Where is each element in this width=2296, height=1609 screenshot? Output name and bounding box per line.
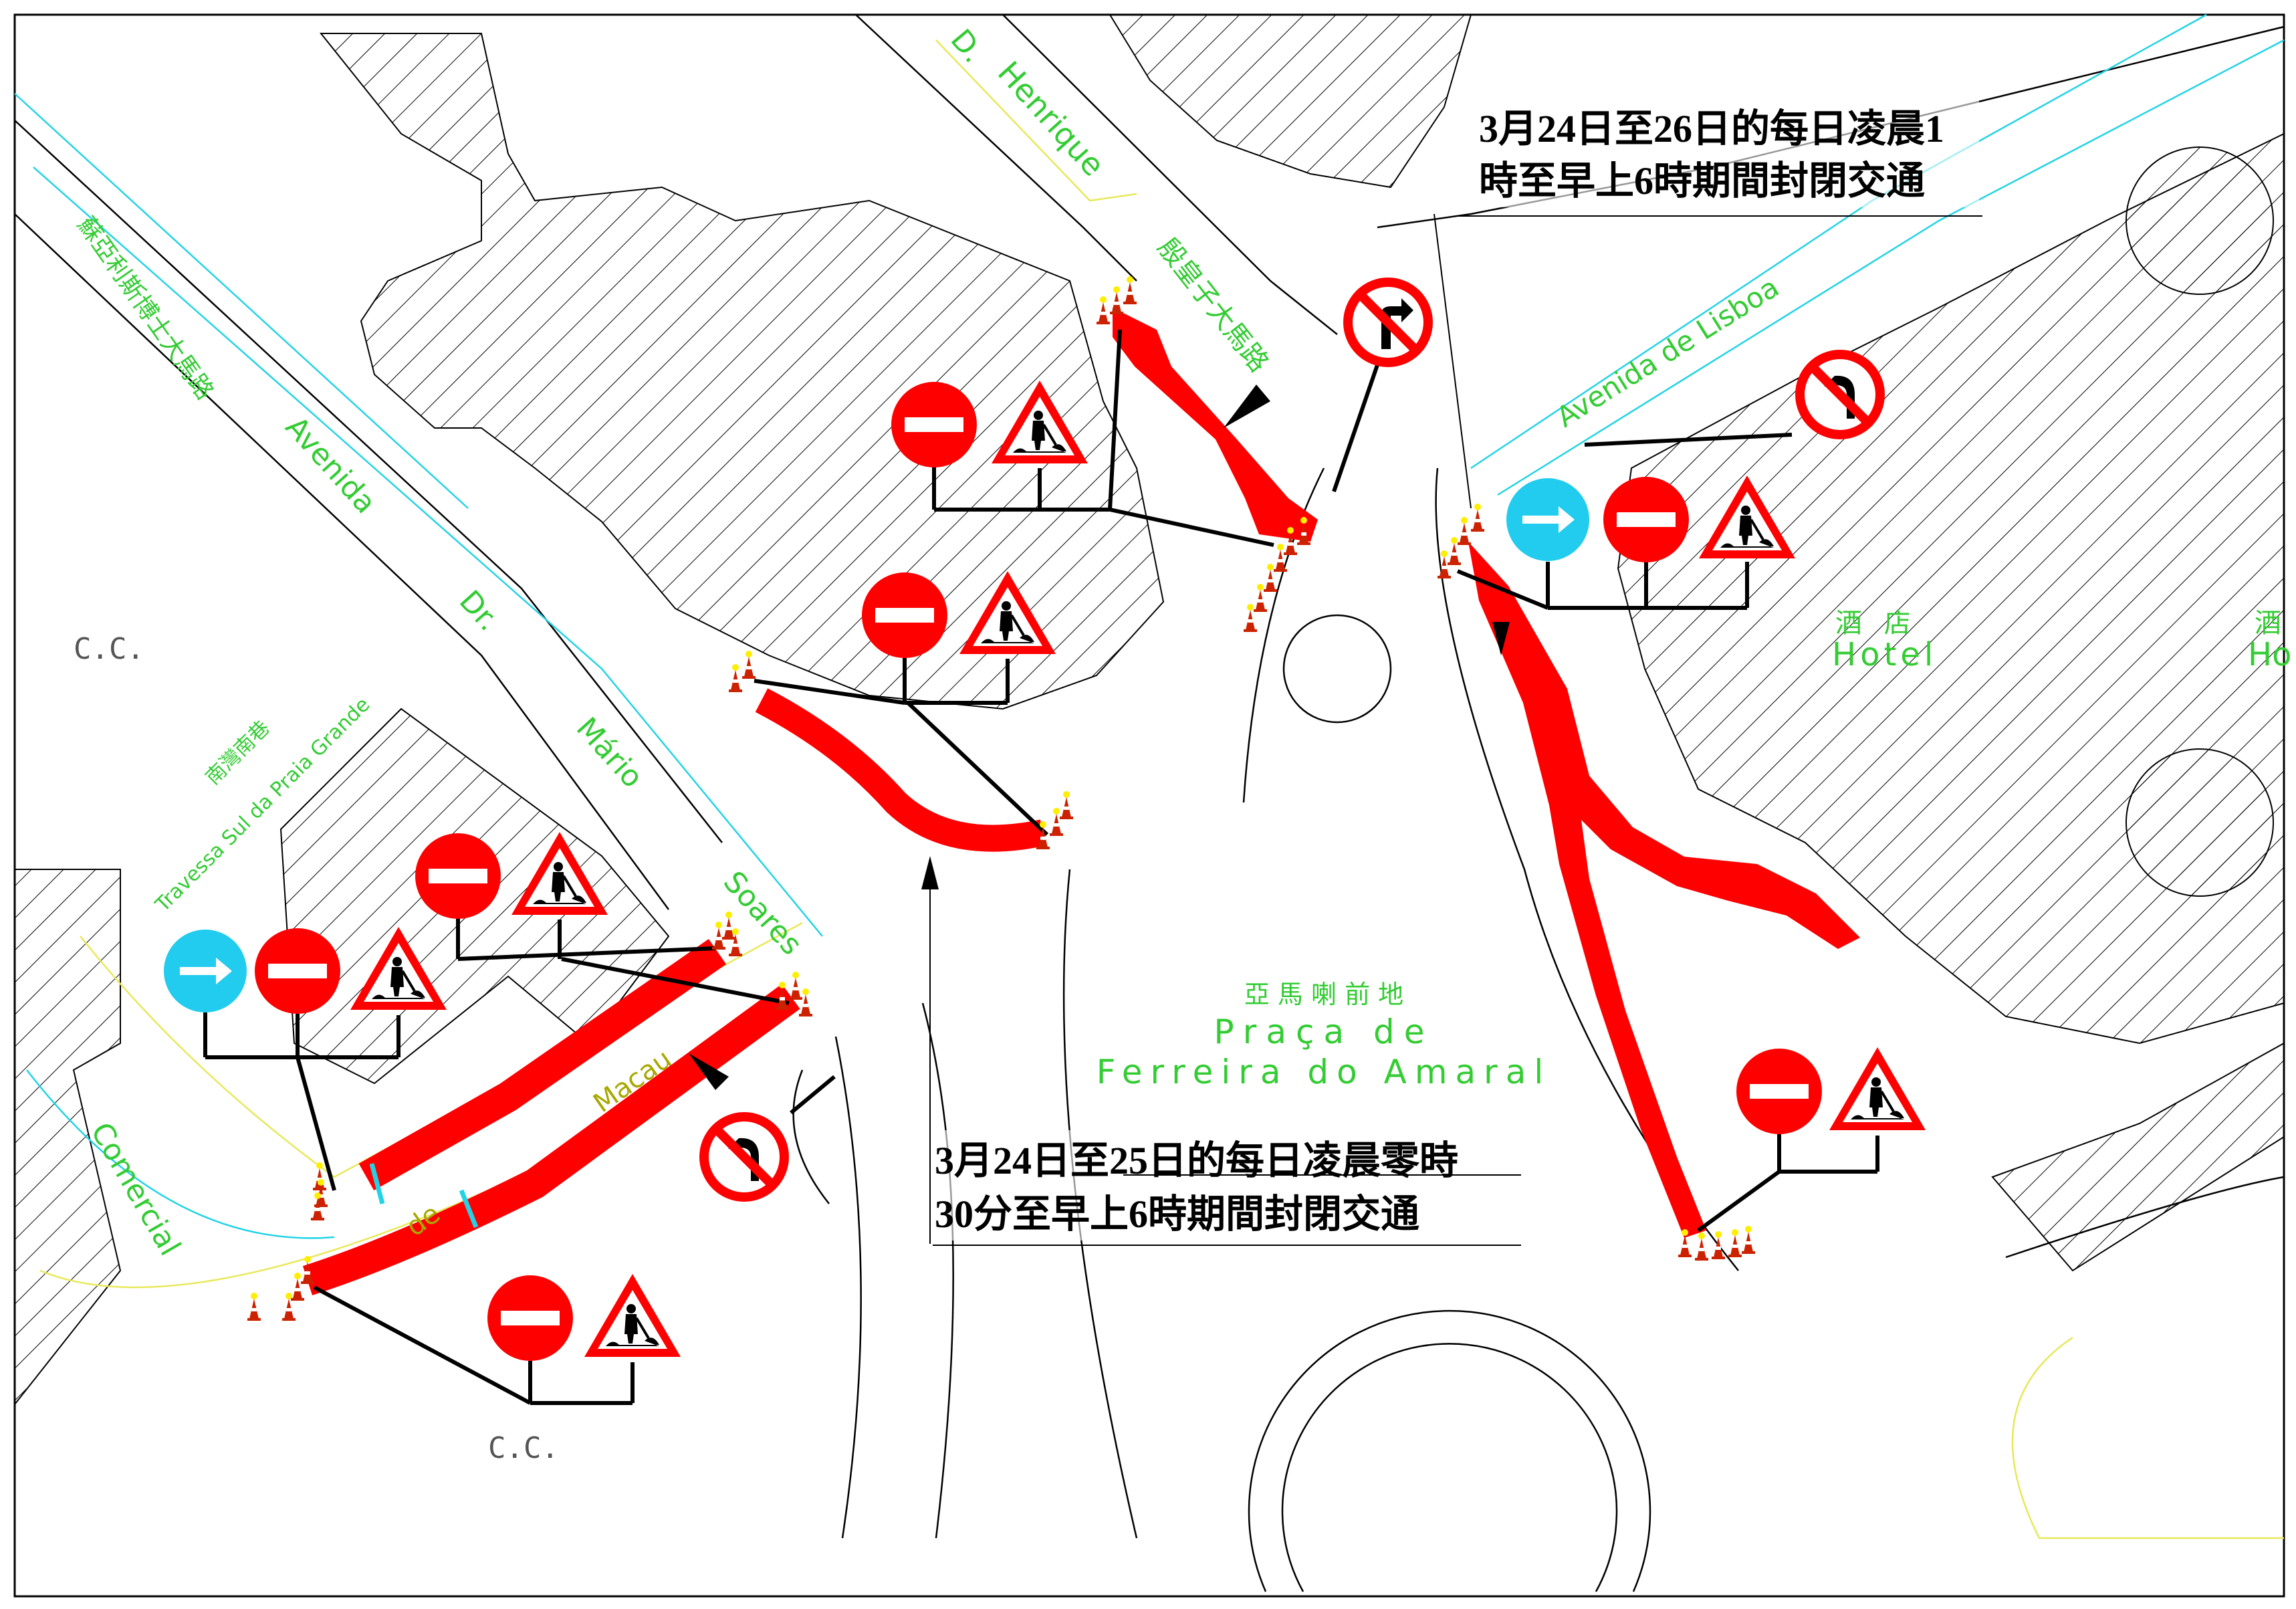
label-hotel: Hotel bbox=[1832, 636, 1937, 673]
label-praca-line1: Praça de bbox=[1214, 1012, 1434, 1051]
direction-arrow-icon bbox=[689, 1053, 729, 1090]
label-hotel-2: Ho bbox=[2248, 636, 2291, 673]
arrow-right-icon bbox=[1506, 478, 1589, 561]
no-entry-icon bbox=[1603, 477, 1689, 562]
closure-comercial-lower bbox=[302, 984, 800, 1295]
no-entry-icon bbox=[891, 382, 977, 467]
label-praca-line2: Ferreira do Amaral bbox=[1097, 1053, 1552, 1091]
closure-amaral-arc bbox=[755, 688, 1046, 852]
no-u-turn-icon bbox=[704, 1117, 784, 1197]
buildings bbox=[14, 14, 2285, 1406]
sign-group-comercial-west bbox=[164, 926, 448, 1014]
closure-notice-2: 3月24日至25日的每日凌晨零時 30分至早上6時期間封閉交通 bbox=[933, 1130, 1521, 1246]
closure-avenida-lisboa bbox=[1468, 542, 1860, 1238]
sign-group-lisboa bbox=[1506, 474, 1797, 562]
notice-2-line-1: 3月24日至25日的每日凌晨零時 bbox=[935, 1139, 1458, 1182]
roundabout-inner bbox=[1281, 1343, 1618, 1592]
road-closures bbox=[302, 308, 1860, 1295]
roundabout-outer bbox=[1248, 1309, 1651, 1592]
sign-leaders bbox=[203, 213, 1879, 1405]
no-entry-icon bbox=[1736, 1049, 1822, 1134]
no-entry-icon bbox=[487, 1275, 573, 1361]
direction-arrow-icon bbox=[1224, 385, 1270, 428]
closure-notice-1: 3月24日至26日的每日凌晨1 時至早上6時期間封閉交通 bbox=[1458, 97, 1982, 217]
no-right-turn-icon bbox=[1348, 282, 1428, 362]
label-cc-bottom: C.C. bbox=[488, 1431, 559, 1465]
direction-arrow-icon bbox=[921, 856, 939, 889]
closure-avenida-infante bbox=[1113, 308, 1318, 542]
label-hotel-cn: 酒 店 bbox=[1835, 608, 1918, 639]
notice-1-line-2: 時至早上6時期間封閉交通 bbox=[1479, 159, 1925, 203]
direction-arrow-icon bbox=[1492, 622, 1510, 655]
no-u-turn-icon bbox=[1800, 354, 1880, 435]
no-entry-icon bbox=[862, 572, 947, 658]
label-hotel-cn-2: 酒 bbox=[2255, 608, 2281, 639]
no-entry-icon bbox=[255, 928, 340, 1014]
arrow-right-icon bbox=[164, 930, 247, 1012]
closure-comercial-upper bbox=[358, 939, 727, 1191]
label-cc-left: C.C. bbox=[74, 632, 144, 666]
no-entry-icon bbox=[415, 833, 501, 919]
label-praca-cn: 亞 馬 喇 前 地 bbox=[1244, 980, 1403, 1009]
notice-2-line-2: 30分至早上6時期間封閉交通 bbox=[935, 1192, 1419, 1236]
notice-1-line-1: 3月24日至26日的每日凌晨1 bbox=[1479, 107, 1944, 150]
stop-lines bbox=[369, 1163, 479, 1228]
